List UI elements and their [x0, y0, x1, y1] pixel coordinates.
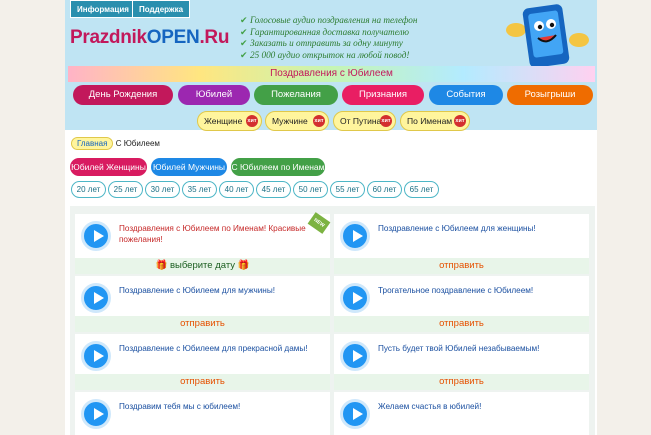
- greeting-title[interactable]: Поздравления с Юбилеем по Именам! Красив…: [119, 224, 306, 244]
- category-birthday[interactable]: День Рождения: [73, 85, 173, 105]
- greeting-title[interactable]: Поздравление с Юбилеем для мужчины!: [119, 286, 275, 295]
- age-filter-60[interactable]: 60 лет: [367, 181, 402, 198]
- hit-badge: хит: [454, 115, 466, 127]
- site-logo[interactable]: PrazdnikOPEN.Ru: [70, 27, 229, 49]
- greeting-card[interactable]: Поздравление с Юбилеем для прекрасной да…: [75, 334, 330, 378]
- pill-man[interactable]: Мужчине хит: [265, 111, 329, 131]
- category-pranks[interactable]: Розыгрыши: [507, 85, 593, 105]
- play-icon[interactable]: [81, 283, 111, 313]
- hit-badge: хит: [246, 115, 258, 127]
- play-icon[interactable]: [81, 341, 111, 371]
- tab-info[interactable]: Информация: [70, 0, 136, 18]
- feature-item: 25 000 аудио открыток на любой повод!: [240, 50, 417, 62]
- phone-mascot-icon: [506, 4, 589, 68]
- category-confessions[interactable]: Признания: [342, 85, 424, 105]
- greeting-card[interactable]: Поздравление с Юбилеем для мужчины!: [75, 276, 330, 320]
- breadcrumb-home[interactable]: Главная: [71, 137, 114, 150]
- hit-badge: хит: [313, 115, 325, 127]
- gift-icon: 🎁: [155, 260, 168, 271]
- site-header: Информация Поддержка PrazdnikOPEN.Ru Гол…: [65, 0, 597, 131]
- play-icon[interactable]: [340, 283, 370, 313]
- send-button[interactable]: отправить: [75, 374, 330, 390]
- greeting-title[interactable]: Поздравление с Юбилеем для женщины!: [378, 224, 536, 233]
- age-filter-30[interactable]: 30 лет: [145, 181, 180, 198]
- select-date-button[interactable]: 🎁 выберите дату 🎁: [75, 258, 330, 274]
- greeting-title[interactable]: Желаем счастья в юбилей!: [378, 402, 482, 411]
- play-icon[interactable]: [340, 399, 370, 429]
- age-filter-50[interactable]: 50 лет: [293, 181, 328, 198]
- pill-label: От Путина: [340, 116, 382, 126]
- tab-jubilee-names[interactable]: С Юбилеем по Именам: [231, 158, 325, 176]
- greeting-card[interactable]: Поздравления с Юбилеем по Именам! Красив…: [75, 212, 331, 258]
- feature-item: Голосовые аудио поздравления на телефон: [240, 15, 417, 27]
- category-events[interactable]: События: [429, 85, 503, 105]
- greeting-title[interactable]: Поздравим тебя мы с юбилеем!: [119, 402, 241, 411]
- tab-jubilee-men[interactable]: Юбилей Мужчины: [151, 158, 227, 176]
- send-button[interactable]: отправить: [334, 374, 589, 390]
- hit-badge: хит: [380, 115, 392, 127]
- pill-label: Мужчине: [272, 116, 308, 126]
- age-filter-35[interactable]: 35 лет: [182, 181, 217, 198]
- category-jubilee[interactable]: Юбилей: [178, 85, 250, 105]
- category-wishes[interactable]: Пожелания: [254, 85, 338, 105]
- age-filter-65[interactable]: 65 лет: [404, 181, 439, 198]
- play-icon[interactable]: [81, 399, 111, 429]
- greeting-card[interactable]: Трогательное поздравление с Юбилеем!: [334, 276, 589, 320]
- gift-icon: 🎁: [237, 260, 250, 271]
- tab-support[interactable]: Поддержка: [132, 0, 191, 18]
- play-icon[interactable]: [81, 221, 111, 251]
- greeting-title[interactable]: Поздравление с Юбилеем для прекрасной да…: [119, 344, 308, 353]
- greeting-card[interactable]: Желаем счастья в юбилей!: [334, 392, 589, 435]
- play-icon[interactable]: [340, 221, 370, 251]
- greeting-card[interactable]: Поздравление с Юбилеем для женщины!: [334, 214, 589, 258]
- feature-item: Заказать и отправить за одну минуту: [240, 38, 417, 50]
- age-filter-45[interactable]: 45 лет: [256, 181, 291, 198]
- play-icon[interactable]: [340, 341, 370, 371]
- pill-label: Женщине: [204, 116, 243, 126]
- pill-label: По Именам: [407, 116, 453, 126]
- breadcrumb-current: С Юбилеем: [115, 139, 160, 148]
- select-date-label: выберите дату: [169, 260, 236, 271]
- logo-part-2: OPEN: [146, 27, 200, 48]
- greeting-card[interactable]: Поздравим тебя мы с юбилеем!: [75, 392, 330, 435]
- breadcrumb: Главная С Юбилеем: [71, 137, 160, 150]
- feature-list: Голосовые аудио поздравления на телефон …: [240, 15, 417, 61]
- tab-jubilee-women[interactable]: Юбилей Женщины: [70, 158, 147, 176]
- age-filter-20[interactable]: 20 лет: [71, 181, 106, 198]
- age-filter-55[interactable]: 55 лет: [330, 181, 365, 198]
- send-button[interactable]: отправить: [334, 316, 589, 332]
- greeting-card[interactable]: Пусть будет твой Юбилей незабываемым!: [334, 334, 589, 378]
- feature-item: Гарантированная доставка получателю: [240, 27, 417, 39]
- send-button[interactable]: отправить: [75, 316, 330, 332]
- greeting-title[interactable]: Пусть будет твой Юбилей незабываемым!: [378, 344, 540, 353]
- page-banner: Поздравления с Юбилеем: [68, 66, 595, 82]
- age-filter-40[interactable]: 40 лет: [219, 181, 254, 198]
- page-container: Информация Поддержка PrazdnikOPEN.Ru Гол…: [65, 0, 597, 435]
- logo-part-1: Prazdnik: [70, 27, 147, 48]
- send-button[interactable]: отправить: [334, 258, 589, 274]
- age-filter-25[interactable]: 25 лет: [108, 181, 143, 198]
- greeting-title[interactable]: Трогательное поздравление с Юбилеем!: [378, 286, 534, 295]
- greetings-grid: Поздравления с Юбилеем по Именам! Красив…: [70, 206, 595, 435]
- logo-part-3: .Ru: [199, 27, 230, 48]
